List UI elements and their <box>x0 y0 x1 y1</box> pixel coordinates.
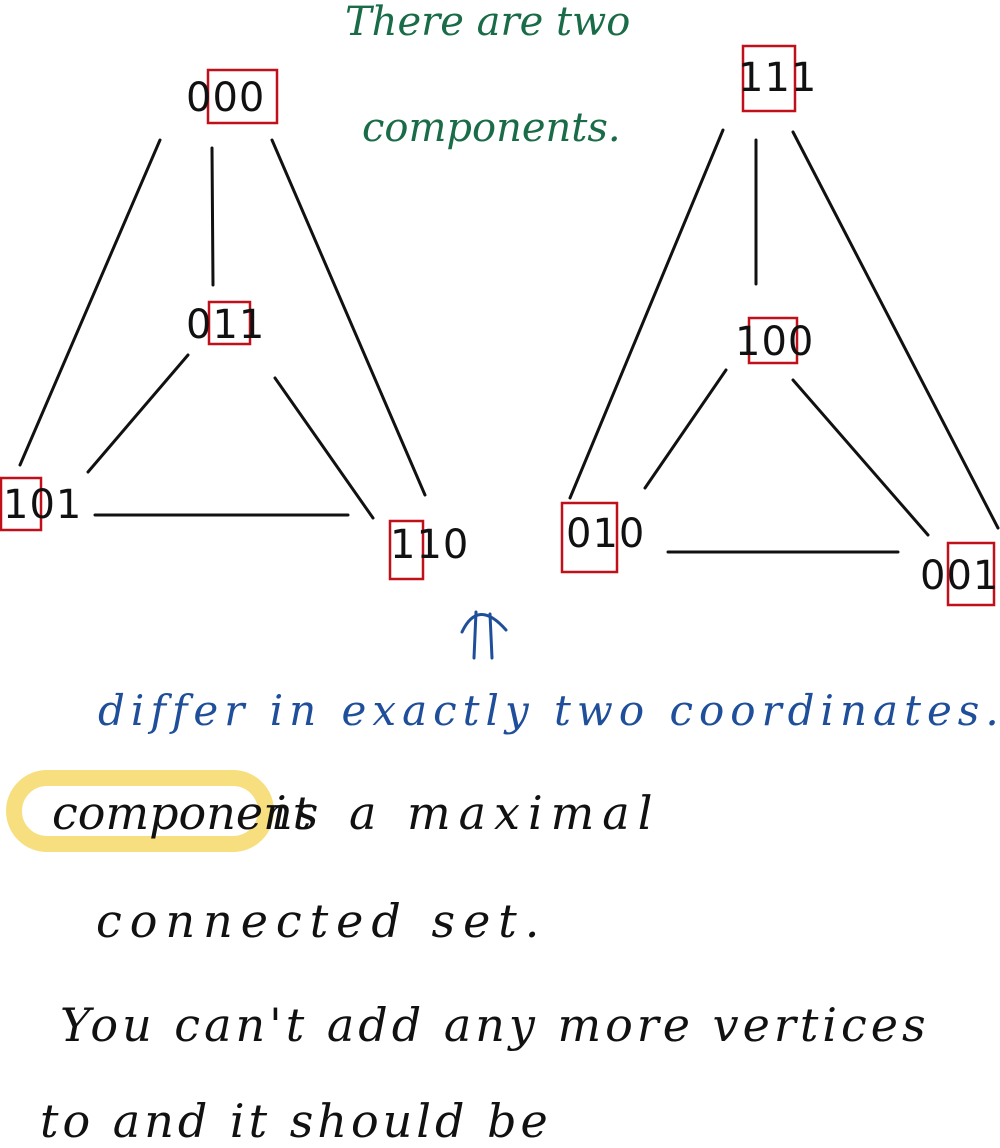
box-010 <box>560 501 619 574</box>
differ-note: differ in exactly two coordinates. <box>98 686 1000 735</box>
box-001 <box>946 541 996 607</box>
box-101 <box>0 476 43 532</box>
box-110 <box>388 519 425 581</box>
definition-line-2: connected set. <box>96 894 548 948</box>
definition-line-4: to and it should be <box>40 1094 552 1148</box>
box-000 <box>206 68 279 125</box>
left-component-edges <box>18 138 427 520</box>
box-011 <box>207 300 252 346</box>
edge-100-001 <box>791 378 930 537</box>
title-line-2: components. <box>362 105 621 151</box>
definition-word: component <box>52 786 312 840</box>
edge-011-110 <box>273 376 375 520</box>
vertex-100: 100 <box>735 319 815 365</box>
right-component-edges <box>568 128 1000 554</box>
definition-line-3: You can't add any more vertices <box>60 998 930 1052</box>
edge-011-101 <box>86 353 190 474</box>
edge-000-101 <box>18 138 162 467</box>
title-line-1: There are two <box>345 0 631 45</box>
edge-000-110 <box>270 138 427 497</box>
edge-111-010 <box>568 128 725 500</box>
vertex-010: 010 <box>566 511 646 557</box>
definition-line-1: is a maximal <box>272 786 661 840</box>
vertex-101: 101 <box>3 482 83 528</box>
edge-100-010 <box>643 368 728 490</box>
box-111 <box>741 44 797 113</box>
vertex-001: 001 <box>920 553 1000 599</box>
vertex-011: 011 <box>186 302 266 348</box>
vertex-110: 110 <box>390 522 470 568</box>
up-arrow-icon <box>460 610 508 660</box>
vertex-111: 111 <box>738 55 818 101</box>
edge-000-011 <box>210 146 215 287</box>
edge-111-001 <box>791 130 1000 530</box>
box-100 <box>747 316 799 365</box>
vertex-000: 000 <box>186 75 266 121</box>
coordinate-boxes <box>0 44 996 607</box>
